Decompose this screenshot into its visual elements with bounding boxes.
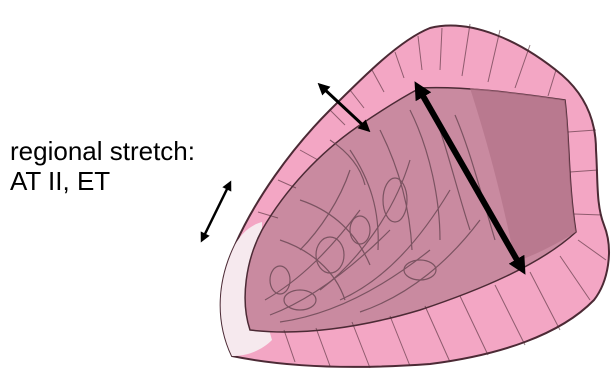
caption-line-2: AT II, ET (10, 166, 195, 196)
stretch-arrow-apex (203, 185, 229, 238)
regional-stretch-caption: regional stretch: AT II, ET (10, 136, 195, 196)
caption-line-1: regional stretch: (10, 136, 195, 166)
